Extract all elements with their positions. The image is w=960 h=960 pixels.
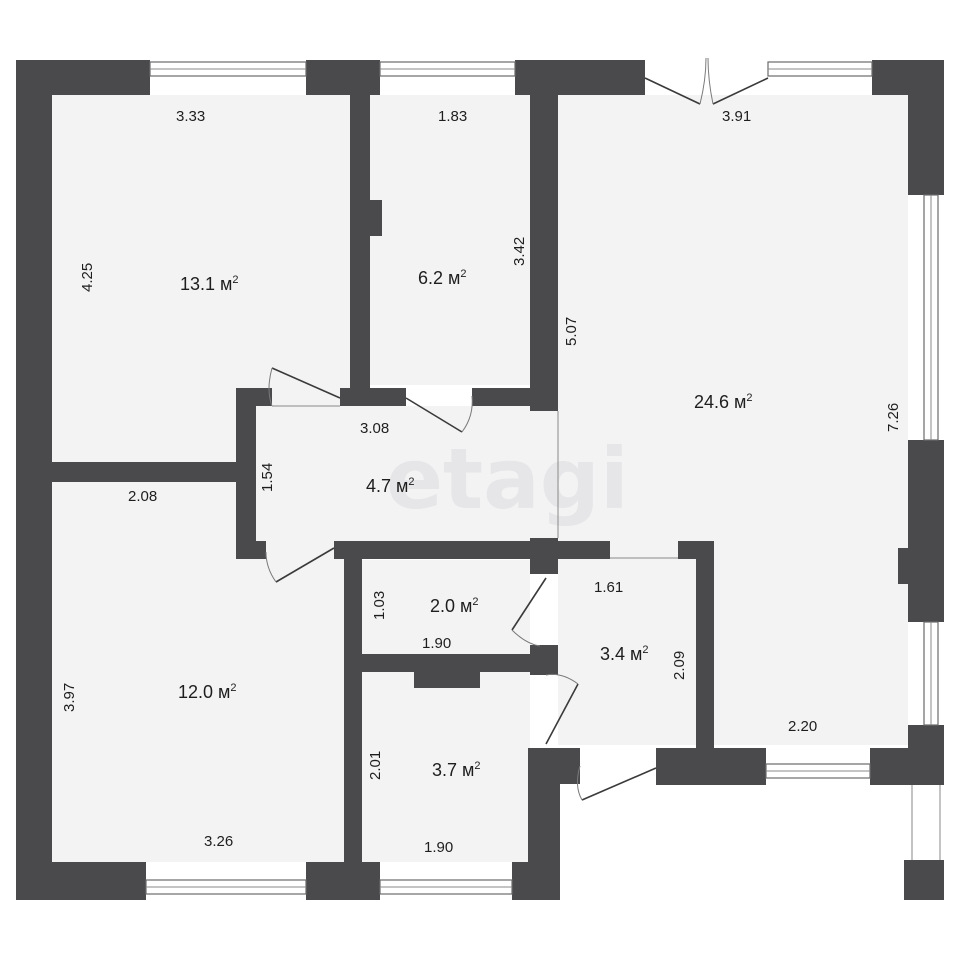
dim-hall-width: 3.08 (360, 420, 389, 437)
window-right-2 (923, 621, 939, 726)
watermark: etagi (386, 430, 629, 528)
door-bath-top (511, 577, 547, 647)
door-bedroom-top (268, 367, 341, 407)
window-top-3 (767, 61, 873, 77)
window-bottom-corridor (765, 763, 871, 779)
area-corridor: 3.4 м2 (600, 644, 649, 664)
area-bedroom-bottom: 12.0 м2 (178, 682, 237, 702)
dim-bedroom-bottom-width: 3.26 (204, 833, 233, 850)
floor-areas (52, 95, 908, 862)
dim-living-top-width: 3.91 (722, 108, 751, 125)
dim-bath-bottom-width: 1.90 (424, 839, 453, 856)
area-living: 24.6 м2 (694, 392, 753, 412)
dim-bath-bottom-height: 2.01 (367, 751, 384, 780)
area-labels: 13.1 м2 6.2 м2 24.6 м2 4.7 м2 2.0 м2 3.4… (178, 268, 753, 780)
door-entrance (644, 57, 769, 105)
door-corridor-bottom (576, 765, 657, 801)
dim-small-room-height: 3.42 (511, 237, 528, 266)
window-top-2 (379, 61, 516, 77)
windows (145, 61, 941, 895)
window-bottom-2 (379, 879, 513, 895)
area-bath-bottom: 3.7 м2 (432, 760, 481, 780)
dim-bedroom-bottom-height: 3.97 (61, 683, 78, 712)
door-bath-bottom (545, 673, 579, 745)
door-small-room (405, 395, 473, 433)
door-bedroom-bottom (265, 547, 335, 583)
dim-living-height: 7.26 (885, 403, 902, 432)
walls (16, 60, 944, 900)
dim-corridor-height: 2.09 (671, 651, 688, 680)
area-bath-top: 2.0 м2 (430, 596, 479, 616)
dimension-labels: 3.33 1.83 3.91 4.25 3.42 5.07 7.26 3.08 … (61, 108, 902, 856)
area-small-room: 6.2 м2 (418, 268, 467, 288)
dim-corridor-width: 1.61 (594, 579, 623, 596)
window-right-1 (923, 194, 939, 441)
dim-bedroom-top-width: 3.33 (176, 108, 205, 125)
dim-small-room-width: 1.83 (438, 108, 467, 125)
dim-bath-top-width: 1.90 (422, 635, 451, 652)
window-top-1 (149, 61, 307, 77)
dim-living-inner-height: 5.07 (563, 317, 580, 346)
dim-living-bottom-width: 2.20 (788, 718, 817, 735)
area-bedroom-top: 13.1 м2 (180, 274, 239, 294)
dim-bedroom-bottom-top-width: 2.08 (128, 488, 157, 505)
dim-bedroom-top-height: 4.25 (79, 263, 96, 292)
opening-right-bottom (911, 785, 941, 860)
area-hall: 4.7 м2 (366, 476, 415, 496)
dim-hall-height: 1.54 (259, 463, 276, 492)
window-bottom-1 (145, 879, 307, 895)
doors (265, 57, 769, 801)
dim-bath-top-height: 1.03 (371, 591, 388, 620)
